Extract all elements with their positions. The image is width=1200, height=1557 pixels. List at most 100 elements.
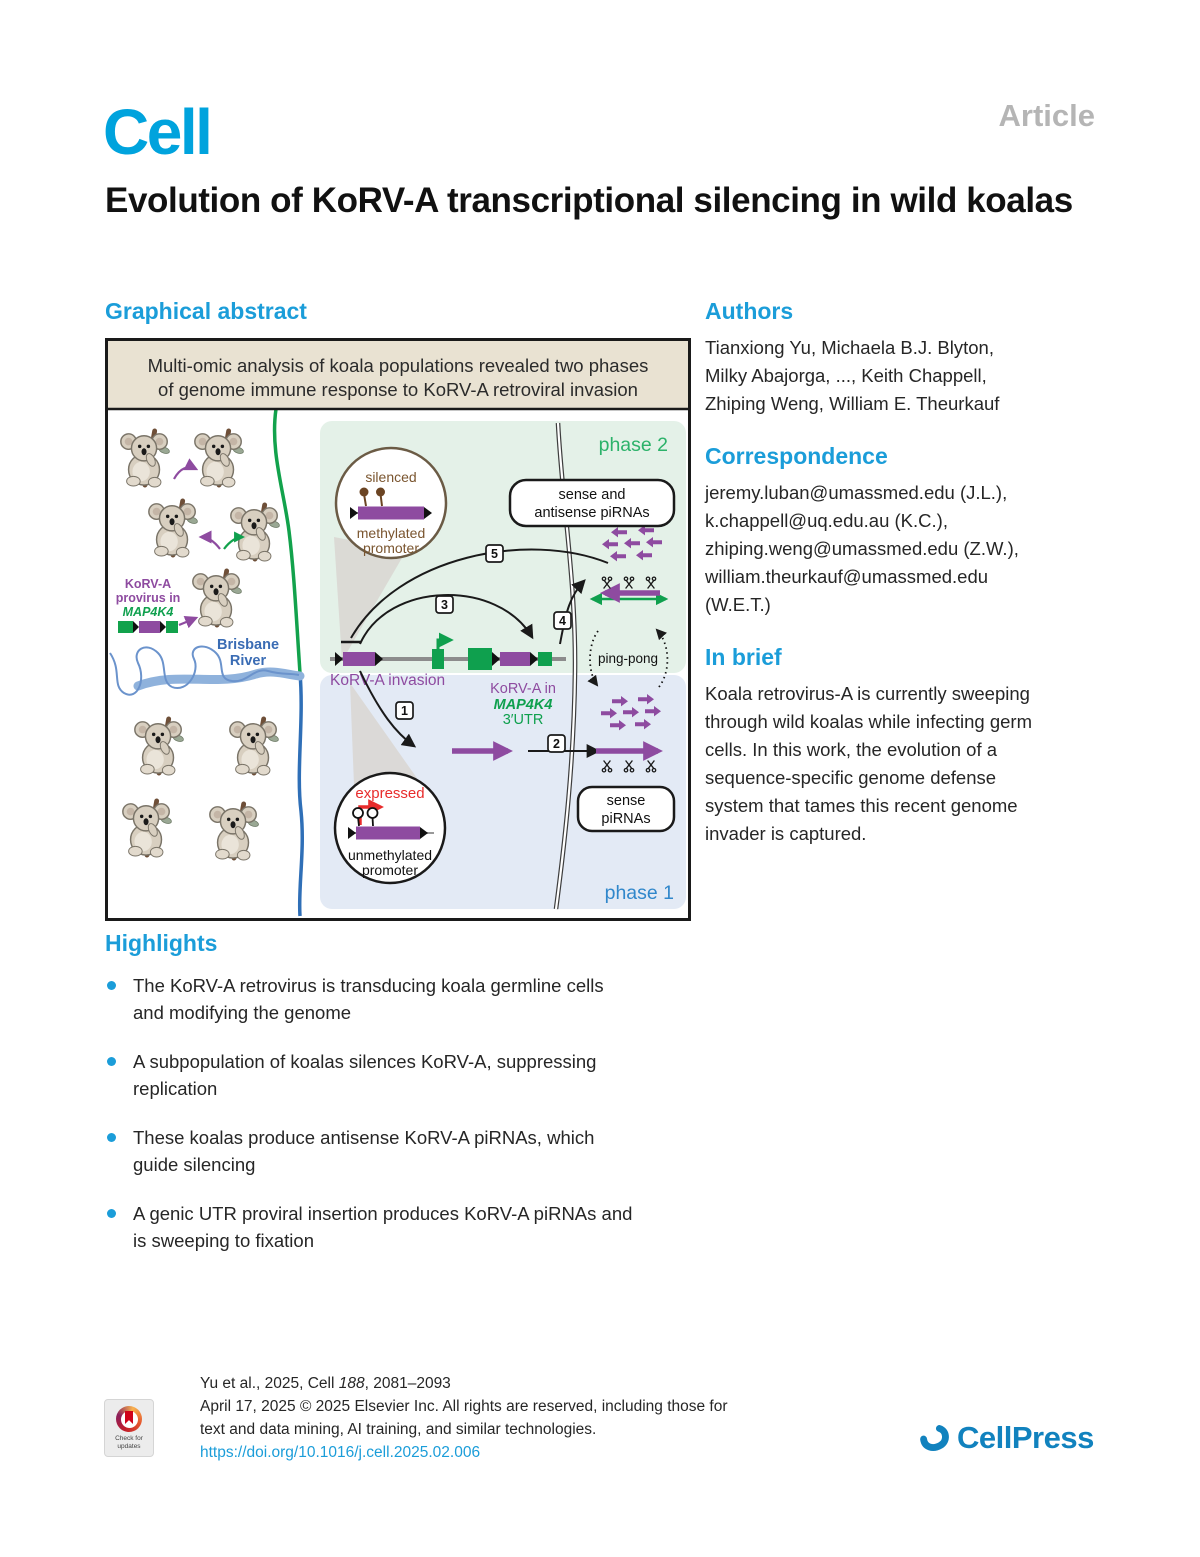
sa-box-line1: sense and: [559, 487, 626, 503]
bullet-icon: [107, 1209, 116, 1218]
step4-badge: 4: [559, 614, 566, 628]
river-label-line2: River: [230, 653, 267, 669]
highlight-item: A subpopulation of koalas silences KoRV-…: [105, 1048, 705, 1102]
map4k4-exon: [432, 649, 444, 669]
step3-arrow: [359, 594, 534, 645]
authors-line: Tianxiong Yu, Michaela B.J. Blyton,: [705, 337, 994, 358]
doi-link[interactable]: https://doi.org/10.1016/j.cell.2025.02.0…: [200, 1444, 481, 1461]
ping-pong-label: ping-pong: [598, 651, 658, 666]
map4k4-exon: [468, 648, 492, 670]
in-brief-heading: In brief: [705, 644, 782, 670]
banner-line2: of genome immune response to KoRV-A retr…: [158, 379, 638, 400]
graphical-abstract-figure: KoRV-A provirus in MAP4K4 Brisbane River…: [105, 338, 691, 921]
highlight-line: A subpopulation of koalas silences KoRV-…: [133, 1051, 597, 1072]
correspondence-email[interactable]: k.chappell@uq.edu.au (K.C.),: [705, 510, 948, 531]
highlight-line: The KoRV-A retrovirus is transducing koa…: [133, 975, 604, 996]
s-box-line2: piRNAs: [601, 811, 650, 827]
s-box-line1: sense: [607, 793, 646, 809]
provirus-label-line2: provirus in: [116, 591, 181, 605]
step-badges: 1 2 3 4 5: [395, 544, 572, 753]
provirus-to-koala-arrow: [178, 615, 199, 629]
highlight-item: These koalas produce antisense KoRV-A pi…: [105, 1124, 705, 1178]
page-title: Evolution of KoRV-A transcriptional sile…: [105, 181, 1073, 220]
brisbane-river: [109, 645, 305, 696]
step1-badge: 1: [401, 704, 408, 718]
provirus-cassette: [118, 621, 178, 633]
korva-provirus-box: [343, 652, 375, 666]
ping-pong-cycle: ping-pong: [587, 628, 669, 688]
sense-pirnas-box: sense piRNAs: [576, 785, 676, 833]
map4k4-exon: [538, 652, 552, 666]
active-promoter-arrow: [358, 799, 384, 825]
authors-line: Milky Abajorga, ..., Keith Chappell,: [705, 365, 987, 386]
rights-line: April 17, 2025 © 2025 Elsevier Inc. All …: [200, 1398, 728, 1415]
highlights-heading: Highlights: [105, 930, 218, 956]
abstract-banner: Multi-omic analysis of koala populations…: [108, 341, 688, 411]
koala: [195, 431, 244, 487]
highlight-item: The KoRV-A retrovirus is transducing koa…: [105, 972, 705, 1026]
silenced-zoom-wedge: [334, 537, 406, 661]
badge-text-line1: Check for: [115, 1435, 143, 1442]
utr-label-line2: MAP4K4: [494, 697, 553, 713]
highlight-line: and modifying the genome: [133, 1002, 352, 1023]
invasion-label: KoRV-A invasion: [330, 672, 445, 689]
phase1-label: phase 1: [605, 882, 674, 904]
cellpress-wordmark: CellPress: [957, 1420, 1094, 1455]
graphical-abstract-heading: Graphical abstract: [105, 298, 307, 324]
badge-text-line2: updates: [117, 1442, 141, 1450]
unmethyl-mark: [352, 807, 364, 819]
highlight-item: A genic UTR proviral insertion produces …: [105, 1200, 705, 1254]
citation-block: Yu et al., 2025, Cell 188, 2081–2093 Apr…: [200, 1372, 840, 1464]
highlight-line: guide silencing: [133, 1154, 256, 1175]
expressed-caption-line1: unmethylated: [348, 847, 432, 863]
correspondence-email[interactable]: jeremy.luban@umassmed.edu (J.L.),: [705, 482, 1008, 503]
cellpress-logo: CellPress: [913, 1419, 1094, 1457]
provirus-label-line1: KoRV-A: [125, 577, 171, 591]
divider-line-blue: [297, 672, 304, 917]
article-type-label: Article: [998, 98, 1095, 133]
transmission-arrow: [198, 530, 221, 550]
unmethyl-mark: [366, 807, 379, 819]
river-label-line1: Brisbane: [217, 637, 279, 653]
methyl-mark: [359, 487, 369, 497]
highlight-line: is sweeping to fixation: [133, 1230, 314, 1251]
transmission-arrow: [173, 458, 199, 480]
banner-line1: Multi-omic analysis of koala populations…: [148, 355, 649, 376]
highlights-section: Highlights The KoRV-A retrovirus is tran…: [105, 932, 705, 1276]
correspondence-email[interactable]: zhiping.weng@umassmed.edu (Z.W.),: [705, 538, 1019, 559]
koala: [123, 801, 172, 857]
provirus-label-line3: MAP4K4: [123, 605, 174, 619]
highlight-line: These koalas produce antisense KoRV-A pi…: [133, 1127, 595, 1148]
silenced-title: silenced: [365, 469, 416, 485]
sense-pirna-locus: [596, 741, 663, 773]
sa-box-line2: antisense piRNAs: [534, 505, 649, 521]
in-brief-line: sequence-specific genome defense: [705, 767, 997, 788]
genome-locus: [330, 632, 566, 670]
authors-heading: Authors: [705, 298, 794, 324]
methyl-mark: [376, 487, 385, 497]
koala: [121, 431, 170, 487]
update-badge-icon: [116, 1406, 142, 1432]
authors-line: Zhiping Weng, William E. Theurkauf: [705, 393, 1000, 414]
koala: [135, 719, 184, 775]
check-for-updates-badge[interactable]: Check for updates: [104, 1399, 154, 1457]
utr-label-line3: 3′UTR: [503, 712, 544, 728]
expressed-title: expressed: [355, 785, 424, 802]
citation-line: Yu et al., 2025, Cell 188, 2081–2093: [200, 1375, 451, 1392]
bookmark-icon: [125, 1411, 133, 1424]
step2-badge: 2: [553, 737, 560, 751]
utr-label-line1: KoRV-A in: [490, 681, 556, 697]
in-brief-line: Koala retrovirus-A is currently sweeping: [705, 683, 1030, 704]
in-brief-line: invader is captured.: [705, 823, 867, 844]
highlight-line: A genic UTR proviral insertion produces …: [133, 1203, 633, 1224]
step5-silencing-arc: [350, 548, 609, 639]
in-brief-line: cells. In this work, the evolution of a: [705, 739, 998, 760]
bullet-icon: [107, 981, 116, 990]
correspondence-heading: Correspondence: [705, 443, 888, 469]
correspondence-email[interactable]: william.theurkauf@umassmed.edu: [705, 566, 989, 587]
silenced-promoter-inset: silenced methylated promoter: [334, 446, 448, 560]
koala: [193, 571, 242, 627]
silenced-caption-line2: promoter: [363, 540, 419, 556]
step1-arrow: [359, 670, 417, 748]
